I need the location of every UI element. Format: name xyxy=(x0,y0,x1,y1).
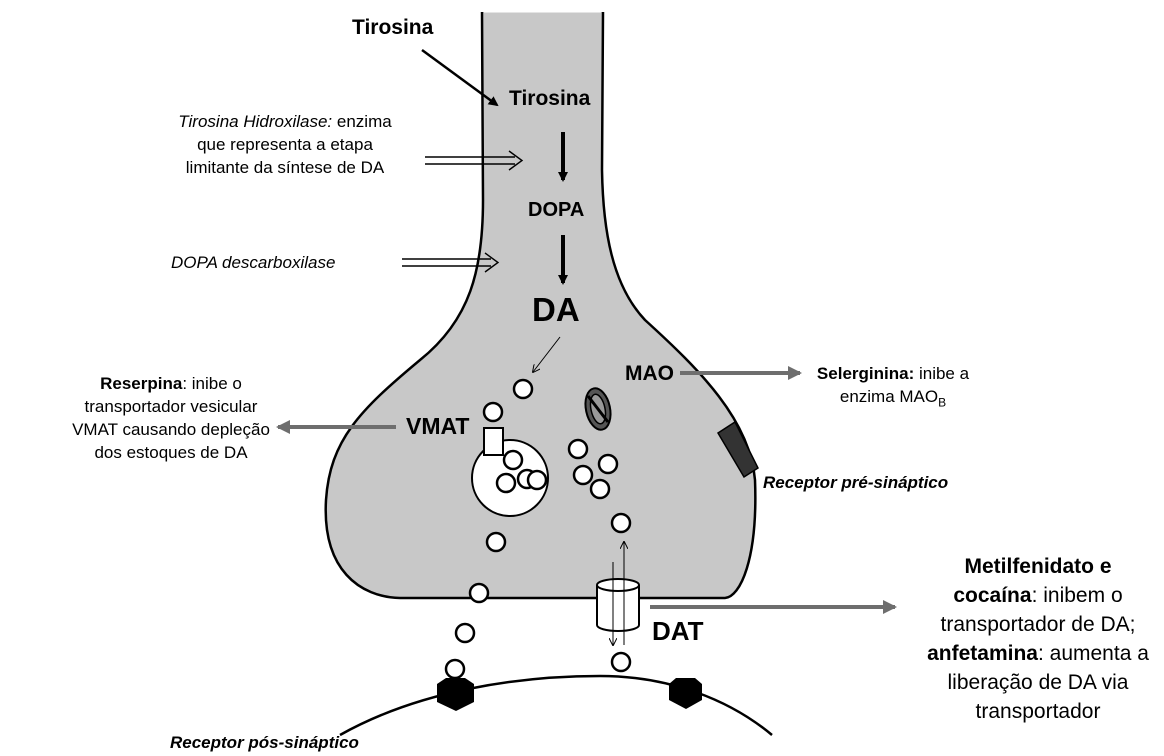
da-molecule xyxy=(591,480,609,498)
da-molecule xyxy=(470,584,488,602)
annotation-text: limitante da síntese de DA xyxy=(186,158,384,177)
annotation-text: liberação de DA via xyxy=(948,671,1129,694)
label-vmat: VMAT xyxy=(406,413,469,439)
postsynaptic-receptor xyxy=(669,678,702,709)
annotation-text: dos estoques de DA xyxy=(94,443,247,462)
annotation-reserpina: Reserpina: inibe o transportador vesicul… xyxy=(62,372,280,464)
drug-name: anfetamina xyxy=(927,642,1038,665)
annotation-text: que representa a etapa xyxy=(197,135,373,154)
da-molecule xyxy=(446,660,464,678)
annotation-text: inibe a xyxy=(914,364,969,383)
annotation-text: : inibe o xyxy=(182,374,242,393)
label-tirosina-inside: Tirosina xyxy=(509,87,590,111)
da-molecule xyxy=(569,440,587,458)
da-molecule xyxy=(514,380,532,398)
annotation-tirosina-hidroxilase: Tirosina Hidroxilase: enzima que represe… xyxy=(150,110,420,179)
da-molecule xyxy=(484,403,502,421)
annotation-dopa-descarboxilase: DOPA descarboxilase xyxy=(171,253,335,273)
enzyme-name: Tirosina Hidroxilase: xyxy=(178,112,332,131)
label-dopa: DOPA xyxy=(528,199,584,222)
annotation-text: transportador de DA; xyxy=(941,613,1136,636)
drug-name: cocaína xyxy=(953,584,1031,607)
da-molecule xyxy=(599,455,617,473)
da-molecule xyxy=(612,653,630,671)
drug-name: Reserpina xyxy=(100,374,182,393)
vmat-transporter xyxy=(484,428,503,455)
label-dat: DAT xyxy=(652,617,704,647)
annotation-text: : aumenta a xyxy=(1038,642,1149,665)
annotation-metilfenidato: Metilfenidato e cocaína: inibem o transp… xyxy=(912,552,1164,726)
drug-name: Metilfenidato e xyxy=(964,555,1111,578)
annotation-text: enzima xyxy=(332,112,392,131)
postsynaptic-receptor xyxy=(437,678,474,711)
da-molecule xyxy=(612,514,630,532)
da-molecule xyxy=(574,466,592,484)
da-molecule xyxy=(456,624,474,642)
annotation-text: enzima MAO xyxy=(840,387,938,406)
da-molecule xyxy=(487,533,505,551)
annotation-text: VMAT causando depleção xyxy=(72,420,270,439)
postsynaptic-membrane xyxy=(340,676,772,735)
label-receptor-pre: Receptor pré-sináptico xyxy=(763,473,948,493)
da-molecule xyxy=(497,474,515,492)
annotation-text: transportador xyxy=(976,700,1101,723)
label-tirosina-outside: Tirosina xyxy=(352,16,433,40)
label-receptor-pos: Receptor pós-sináptico xyxy=(170,733,359,753)
label-da: DA xyxy=(532,291,580,329)
annotation-text: : inibem o xyxy=(1032,584,1123,607)
label-mao: MAO xyxy=(625,362,674,386)
annotation-text: transportador vesicular xyxy=(85,397,258,416)
da-molecule xyxy=(528,471,546,489)
drug-name: Selerginina: xyxy=(817,364,914,383)
annotation-selerginina: Selerginina: inibe a enzima MAOB xyxy=(808,362,978,414)
da-molecule xyxy=(504,451,522,469)
annotation-subscript: B xyxy=(938,395,946,409)
